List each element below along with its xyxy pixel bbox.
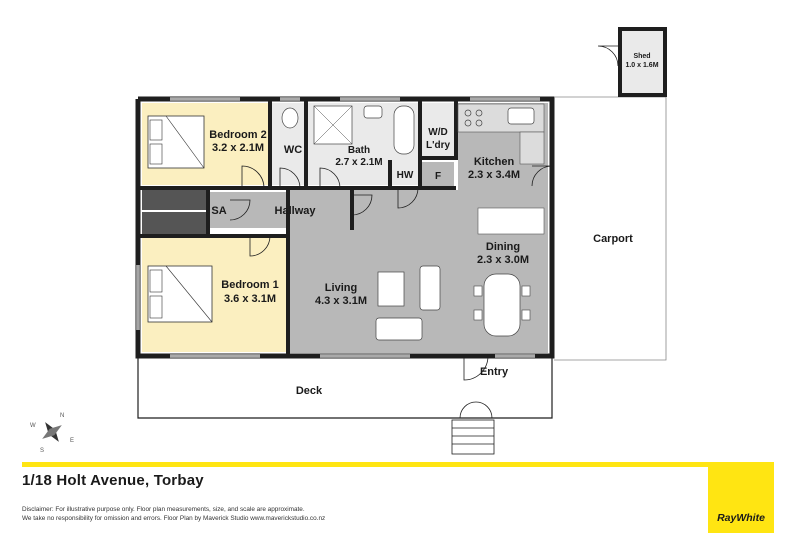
wc-name: WC [284, 144, 302, 156]
shed-area [618, 27, 667, 97]
dining-name: Dining [486, 241, 520, 253]
compass-e: E [70, 438, 74, 444]
disclaimer: Disclaimer: For illustrative purpose onl… [22, 505, 325, 523]
bedroom2-name: Bedroom 2 [209, 129, 266, 141]
kitchen-island [477, 207, 545, 235]
hw-area [392, 162, 418, 185]
dining-size: 2.3 x 3.0M [477, 254, 529, 266]
shed-size: 1.0 x 1.6M [625, 62, 658, 69]
living-size: 4.3 x 3.1M [315, 295, 367, 307]
shed-name: Shed [633, 53, 650, 60]
basin-icon [363, 105, 383, 119]
deck-outline [137, 358, 553, 419]
bed-icon [147, 115, 205, 169]
sink-icon [507, 107, 535, 125]
bed-icon [147, 265, 213, 323]
bath-name: Bath [348, 145, 370, 156]
steps-icon [451, 419, 495, 455]
carport-outline [554, 96, 667, 361]
compass-icon [42, 422, 62, 442]
compass-n: N [60, 413, 64, 419]
fridge-name: F [435, 171, 441, 182]
floor-plan: Bedroom 2 3.2 x 2.1M WC Bath 2.7 x 2.1M … [30, 27, 667, 455]
laundry-name-line1: W/D [428, 127, 447, 138]
wardrobe-2 [142, 212, 208, 234]
kitchen-size: 2.3 x 3.4M [468, 169, 520, 181]
hallway-name: Hallway [275, 205, 317, 217]
compass-s: S [40, 448, 44, 454]
interior-walls [138, 99, 458, 356]
bath-size: 2.7 x 2.1M [335, 157, 382, 168]
bathtub-icon [393, 105, 415, 155]
shed-door [597, 45, 619, 67]
kitchen-name: Kitchen [474, 156, 515, 168]
dining-table-icon [473, 273, 531, 337]
compass-w: W [30, 423, 36, 429]
property-address: 1/18 Holt Avenue, Torbay [22, 472, 204, 489]
laundry-name-line2: L'dry [426, 140, 450, 151]
armchair-icon [419, 265, 441, 311]
stove-icon [464, 109, 483, 127]
bedroom2-size: 3.2 x 2.1M [212, 142, 264, 154]
sa-area [210, 192, 230, 228]
sa-name: SA [211, 205, 226, 217]
bedroom1-name: Bedroom 1 [221, 279, 278, 291]
sofa-icon [375, 317, 423, 341]
disclaimer-line2: We take no responsibility for omission a… [22, 515, 326, 522]
living-name: Living [325, 282, 357, 294]
hw-name: HW [397, 170, 414, 181]
door-swings [229, 165, 553, 419]
disclaimer-line1: Disclaimer: For illustrative purpose onl… [22, 506, 305, 513]
toilet-icon [281, 107, 299, 129]
deck-name: Deck [296, 385, 323, 397]
raywhite-logo: RayWhite [708, 465, 774, 533]
laundry-area [422, 103, 454, 157]
entry-name: Entry [480, 366, 509, 378]
carport-name: Carport [593, 233, 633, 245]
footer-rule [22, 462, 774, 467]
window-lines [137, 98, 540, 357]
logo-text: RayWhite [717, 512, 765, 524]
coffee-table-icon [377, 271, 405, 307]
wardrobe-1 [142, 188, 208, 210]
fridge-area [422, 162, 454, 187]
bedroom1-size: 3.6 x 3.1M [224, 293, 276, 305]
kitchen-side-counter [519, 131, 545, 165]
